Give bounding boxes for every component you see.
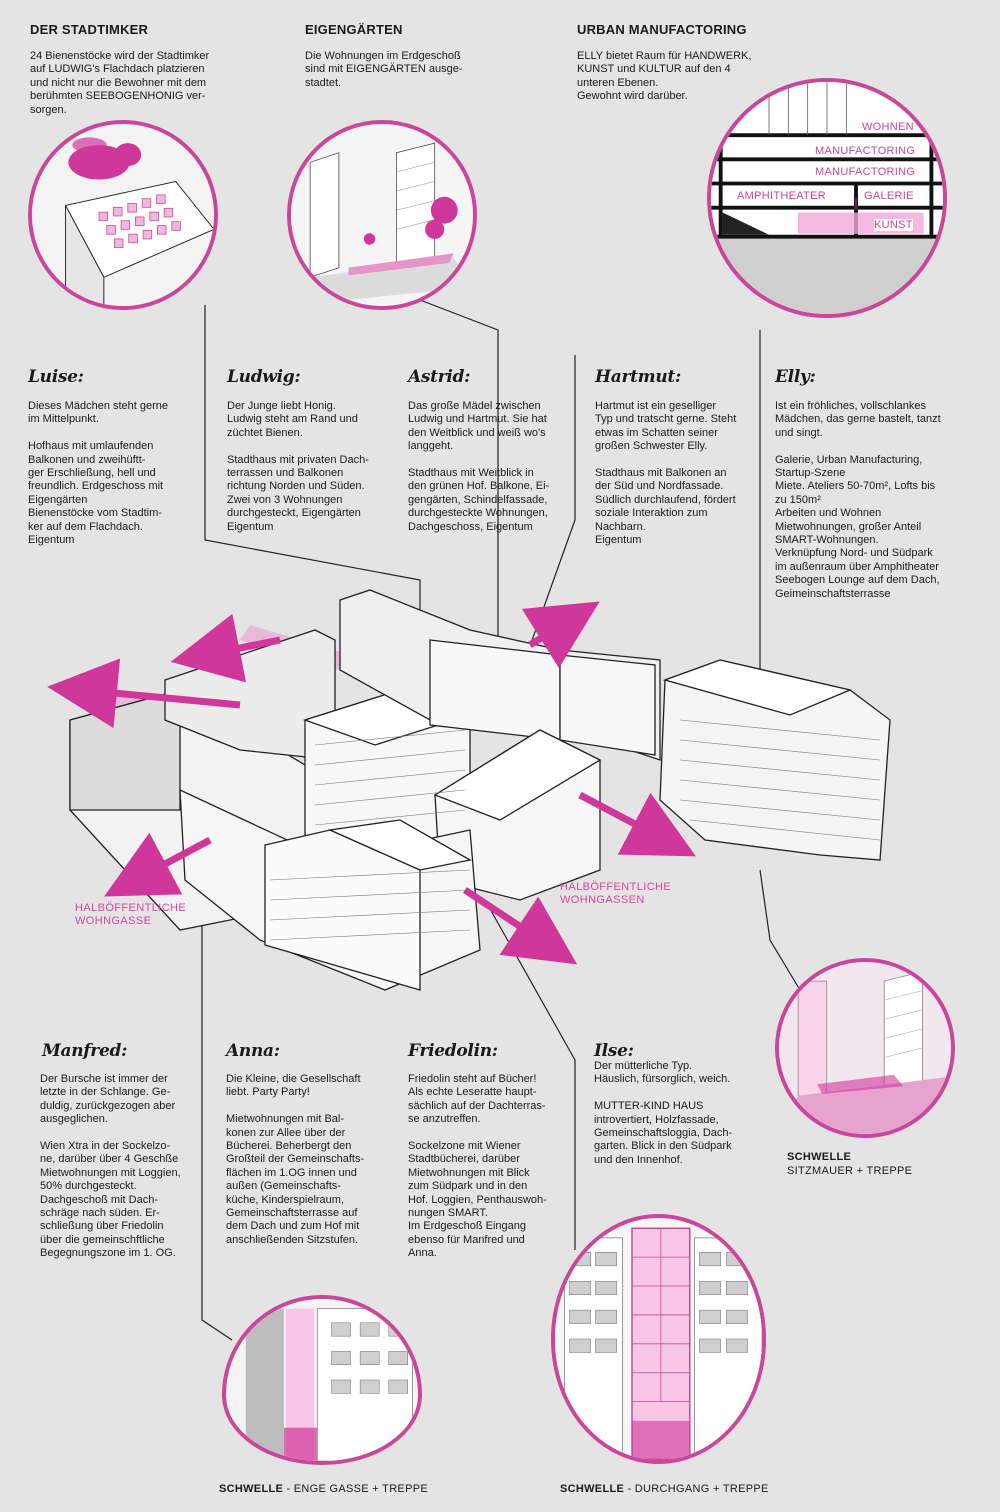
heading-urban-manufactoring: URBAN MANUFACTORING	[577, 22, 747, 37]
name-ilse: Ilse:	[594, 1041, 634, 1061]
buildings	[69, 589, 891, 991]
caption-durchgang-rest: - DURCHGANG + TREPPE	[624, 1483, 769, 1495]
connector-lines	[201, 299, 801, 1341]
text-ludwig: Der Junge liebt Honig. Ludwig steht am R…	[227, 400, 369, 533]
facade-lines	[269, 719, 881, 941]
label-wohngasse: HALBÖFFENTLICHE WOHNGASSE	[75, 902, 187, 927]
caption-sitzmauer-bold: SCHWELLE	[787, 1151, 852, 1163]
name-hartmut: Hartmut:	[595, 367, 681, 387]
circle-eigengaerten	[287, 120, 477, 310]
label-amphitheater: AMPHITHEATER	[737, 190, 826, 202]
circle-schwelle-enge-gasse	[222, 1295, 422, 1465]
bee-icon	[68, 137, 142, 180]
name-anna: Anna:	[226, 1041, 280, 1061]
text-stadtimker: 24 Bienenstöcke wird der Stadtimker auf …	[30, 50, 210, 116]
label-kunst: KUNST	[874, 219, 913, 231]
label-manufactoring-2: MANUFACTORING	[815, 166, 916, 178]
name-manfred: Manfred:	[42, 1041, 128, 1061]
caption-enge-gasse: SCHWELLE - ENGE GASSE + TREPPE	[219, 1483, 428, 1495]
circle-schwelle-durchgang	[551, 1214, 766, 1464]
name-elly: Elly:	[775, 367, 816, 387]
label-galerie: GALERIE	[864, 190, 914, 202]
label-manufactoring-1: MANUFACTORING	[815, 145, 916, 157]
text-anna: Die Kleine, die Gesellschaft liebt. Part…	[226, 1073, 365, 1246]
eigengaerten-illustration	[291, 124, 473, 306]
caption-sitzmauer-rest: SITZMAUER + TREPPE	[787, 1165, 913, 1177]
text-friedolin: Friedolin steht auf Bücher! Als echte Le…	[408, 1073, 547, 1260]
circle-stadtimker	[28, 120, 218, 310]
name-friedolin: Friedolin:	[408, 1041, 498, 1061]
name-astrid: Astrid:	[408, 367, 471, 387]
durchgang-illustration	[555, 1218, 762, 1460]
text-ilse: Der mütterliche Typ. Häuslich, fürsorgli…	[594, 1060, 733, 1166]
label-wohngassen: HALBÖFFENTLICHE WOHNGASSEN	[560, 881, 672, 906]
caption-durchgang-bold: SCHWELLE	[560, 1483, 625, 1495]
text-eigengaerten: Die Wohnungen im Erdgeschoß sind mit EIG…	[305, 50, 463, 89]
heading-eigengaerten: EIGENGÄRTEN	[305, 22, 403, 37]
name-ludwig: Ludwig:	[227, 367, 301, 387]
circle-schwelle-sitzmauer	[775, 958, 955, 1138]
caption-durchgang: SCHWELLE - DURCHGANG + TREPPE	[560, 1483, 769, 1495]
text-elly: Ist ein fröhliches, vollschlankes Mädche…	[775, 400, 941, 600]
caption-enge-gasse-rest: - ENGE GASSE + TREPPE	[283, 1483, 428, 1495]
heading-stadtimker: DER STADTIMKER	[30, 22, 149, 37]
label-wohnen: WOHNEN	[862, 121, 914, 133]
text-luise: Dieses Mädchen steht gerne im Mittelpunk…	[28, 400, 169, 547]
enge-gasse-illustration	[226, 1299, 418, 1461]
stadtimker-illustration	[32, 124, 214, 306]
text-astrid: Das große Mädel zwischen Ludwig und Hart…	[408, 400, 550, 533]
caption-sitzmauer: SCHWELLE SITZMAUER + TREPPE	[787, 1150, 912, 1178]
arrows	[47, 601, 696, 965]
text-urban-manufactoring: ELLY bietet Raum für HANDWERK, KUNST und…	[577, 50, 752, 103]
sitzmauer-illustration	[779, 962, 951, 1134]
text-manfred: Der Bursche ist immer der letzte in der …	[40, 1073, 181, 1260]
text-hartmut: Hartmut ist ein geselliger Typ und trats…	[595, 400, 737, 547]
name-luise: Luise:	[28, 367, 84, 387]
caption-enge-gasse-bold: SCHWELLE	[219, 1483, 284, 1495]
